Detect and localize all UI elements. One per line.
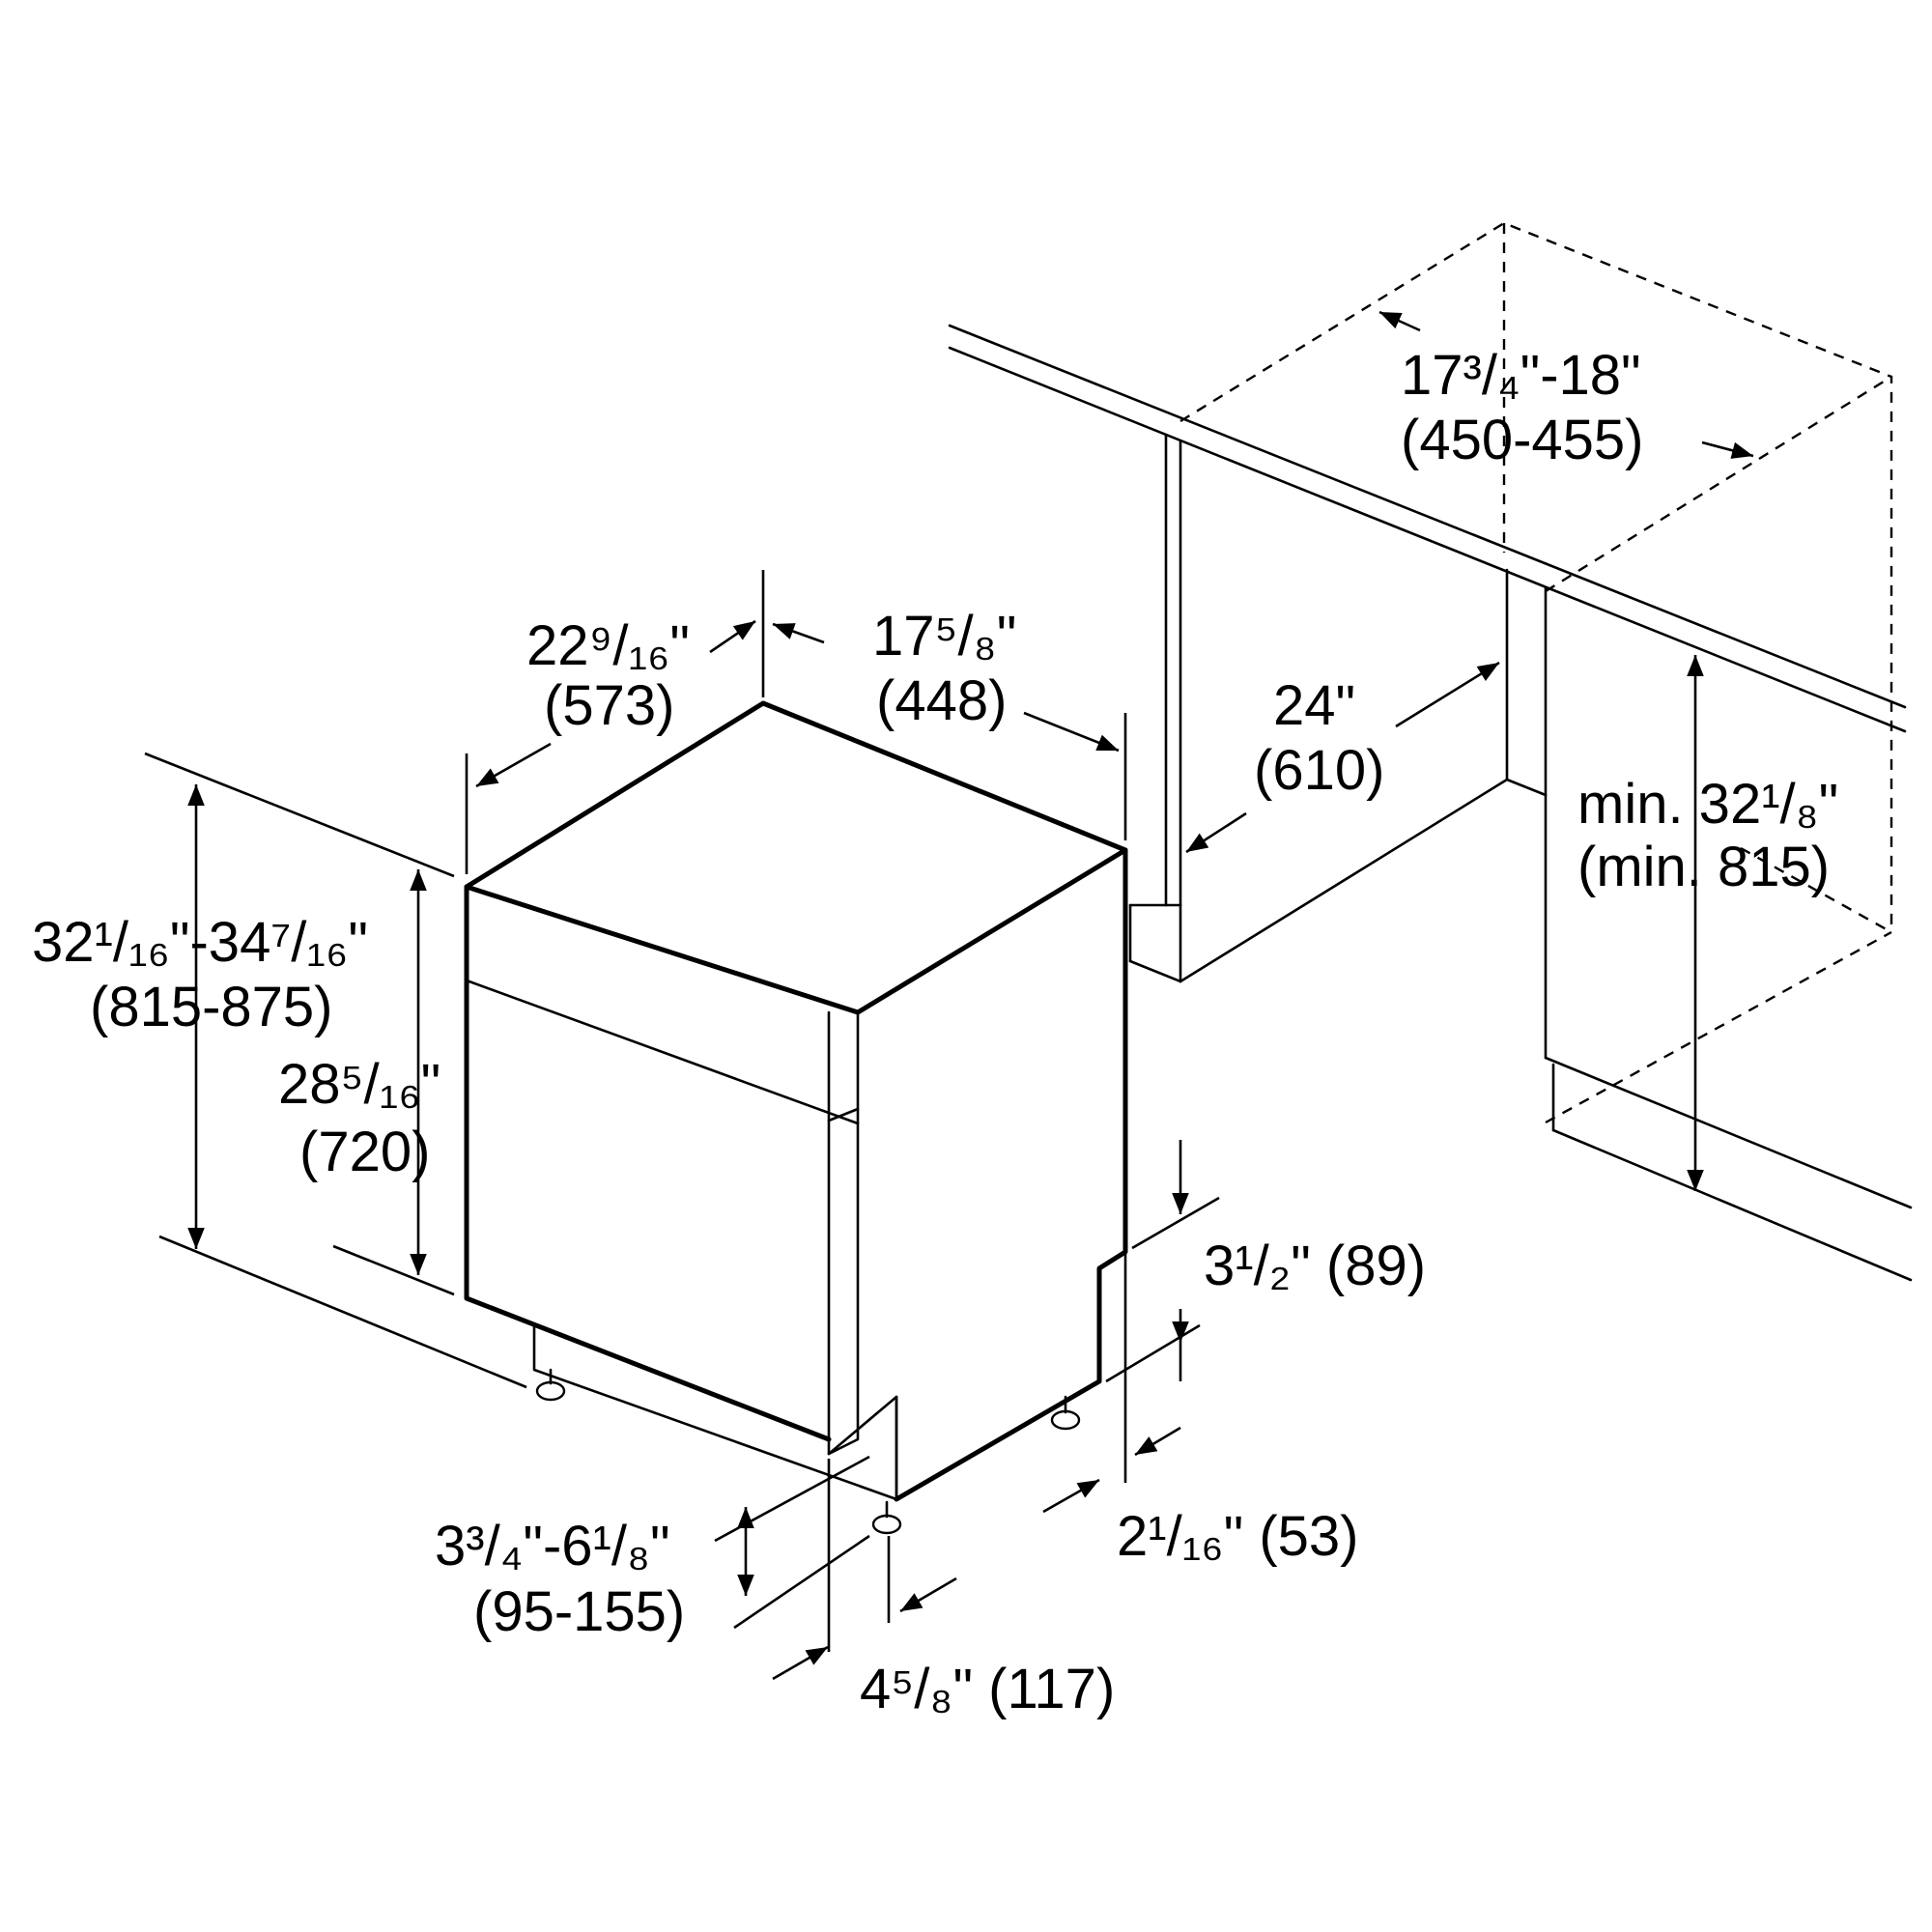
label-niche-width-mm: (450-455) bbox=[1401, 409, 1643, 471]
label-foot-setback: 4⁵/₈" (117) bbox=[860, 1658, 1115, 1720]
foot-left bbox=[535, 1380, 566, 1402]
label-cabinet-depth-mm: (610) bbox=[1254, 739, 1384, 802]
label-toe-kick-height: 3¹/₂" (89) bbox=[1204, 1235, 1426, 1297]
foot-front bbox=[871, 1514, 902, 1535]
left-cabinet-panel bbox=[1128, 433, 1548, 983]
label-body-height-in: 28⁵/₁₆" bbox=[278, 1053, 440, 1116]
label-height-range-mm: (815-875) bbox=[90, 976, 332, 1038]
dishwasher-body bbox=[464, 700, 1128, 1535]
label-toe-kick-depth: 2¹/₁₆" (53) bbox=[1117, 1505, 1359, 1568]
cabinet-niche bbox=[948, 221, 1913, 1282]
dimension-lines bbox=[144, 310, 1754, 1681]
label-body-height-mm: (720) bbox=[299, 1121, 430, 1183]
label-height-range-in: 32¹/₁₆"-34⁷/₁₆" bbox=[32, 911, 368, 974]
label-depth-overall-in: 22⁹/₁₆" bbox=[526, 614, 690, 677]
foot-right bbox=[1050, 1409, 1081, 1431]
right-cabinet-panel bbox=[1544, 585, 1913, 1282]
label-niche-width-in: 17³/₄"-18" bbox=[1401, 344, 1641, 407]
label-width-mm: (448) bbox=[876, 669, 1007, 732]
label-foot-height-mm: (95-155) bbox=[473, 1580, 685, 1643]
label-niche-height-mm: (min. 815) bbox=[1577, 836, 1830, 898]
countertop-edge-lower bbox=[948, 346, 1907, 733]
dimension-labels: 22⁹/₁₆" (573) 17⁵/₈" (448) 32¹/₁₆"-34⁷/₁… bbox=[32, 344, 1838, 1720]
label-width-in: 17⁵/₈" bbox=[872, 605, 1016, 668]
front-door-right-edge bbox=[827, 1010, 860, 1456]
base-toe-kick bbox=[532, 1323, 898, 1501]
dishwasher-front-left-edge bbox=[464, 884, 832, 1442]
label-cabinet-depth-in: 24" bbox=[1273, 674, 1355, 737]
label-niche-height-in: min. 32¹/₈" bbox=[1577, 773, 1838, 836]
label-depth-overall-mm: (573) bbox=[544, 674, 674, 737]
niche-outline-dashed bbox=[1179, 221, 1893, 1124]
dishwasher-top bbox=[464, 700, 1128, 1015]
label-foot-height-in: 3³/₄"-6¹/₈" bbox=[435, 1515, 670, 1577]
countertop-edge-upper bbox=[948, 324, 1907, 709]
control-panel-bottom-line bbox=[465, 979, 860, 1125]
dishwasher-right-side bbox=[894, 847, 1128, 1502]
